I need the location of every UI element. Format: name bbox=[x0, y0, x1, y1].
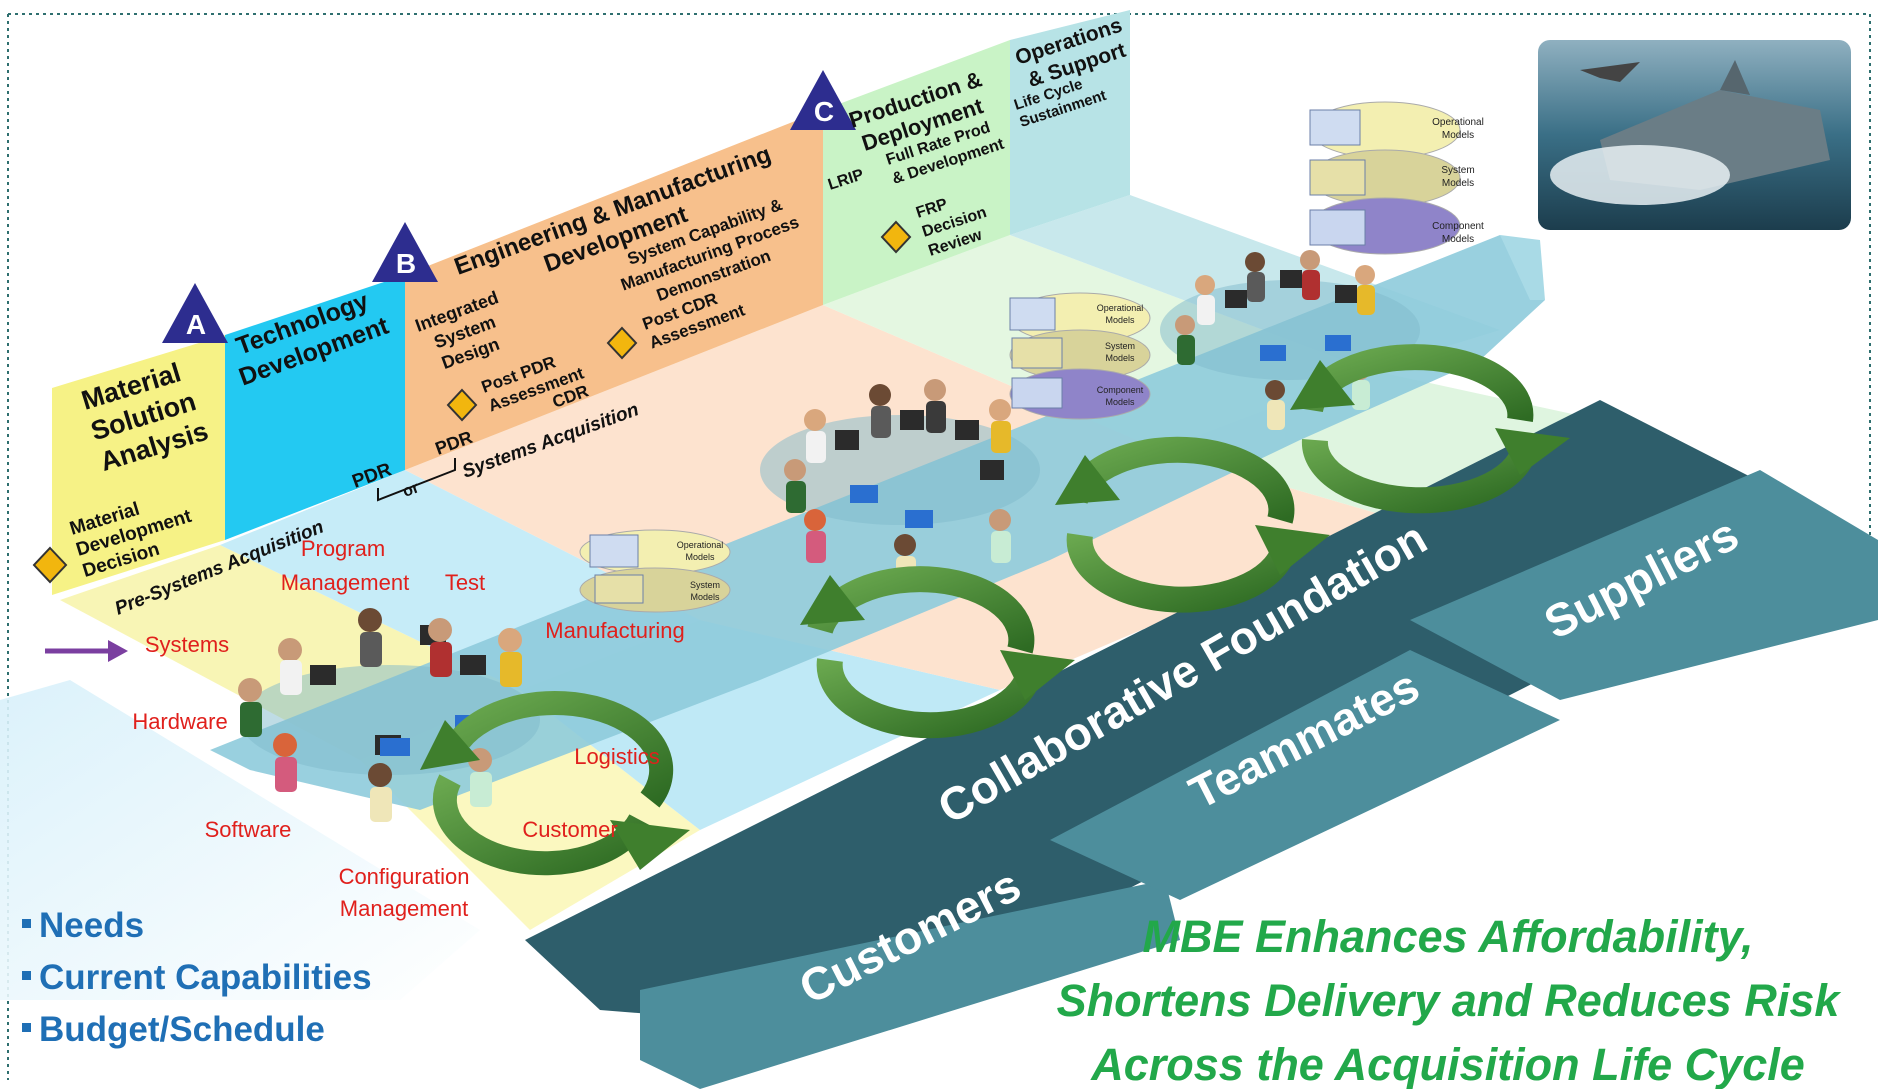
milestone-b: B bbox=[396, 248, 416, 279]
bullet-budget-schedule: Budget/Schedule bbox=[39, 1010, 325, 1049]
bullet-item: Current Capabilities bbox=[22, 952, 372, 1004]
phase-msa-panel bbox=[52, 335, 225, 595]
bullet-square-icon bbox=[22, 1023, 31, 1033]
post-cdr-diamond-icon bbox=[606, 326, 638, 360]
bullet-current-capabilities: Current Capabilities bbox=[39, 958, 372, 997]
bullet-item: Budget/Schedule bbox=[22, 1004, 372, 1056]
role-logistics: Logistics bbox=[574, 744, 660, 769]
model-stack-emd: Operational Models System Models bbox=[579, 529, 731, 613]
bullet-item: Needs bbox=[22, 900, 372, 952]
model-stack-os: Operational Models System Models Compone… bbox=[1309, 101, 1484, 255]
phase-td-panel bbox=[225, 275, 405, 540]
role-hardware: Hardware bbox=[132, 709, 227, 734]
customers-slab bbox=[640, 880, 1180, 1089]
teammates-slab bbox=[1050, 650, 1560, 900]
model-stack-pd: Operational Models System Models Compone… bbox=[1009, 292, 1151, 420]
cycle-arrow-1-tail bbox=[420, 720, 480, 770]
frp-diamond-icon bbox=[880, 220, 912, 254]
bullet-square-icon bbox=[22, 919, 31, 929]
role-test: Test bbox=[445, 570, 485, 595]
svg-text:Models: Models bbox=[1105, 353, 1135, 363]
svg-text:Component: Component bbox=[1432, 221, 1484, 232]
tagline-line-2: Shortens Delivery and Reduces Risk bbox=[1056, 975, 1840, 1026]
milestone-a: A bbox=[186, 309, 206, 340]
milestone-c-icon bbox=[790, 70, 856, 130]
cycle-arrow-2-head bbox=[1000, 650, 1075, 700]
svg-text:Models: Models bbox=[1105, 315, 1135, 325]
or-bracket bbox=[377, 458, 456, 502]
role-program: Program bbox=[301, 536, 385, 561]
post-pdr-diamond-icon bbox=[446, 388, 478, 422]
svg-text:Operational: Operational bbox=[1432, 117, 1484, 128]
svg-text:Operational: Operational bbox=[677, 540, 724, 550]
bullet-square-icon bbox=[22, 971, 31, 981]
floor-front-pd bbox=[1160, 370, 1600, 520]
bullet-needs: Needs bbox=[39, 906, 145, 945]
cycle-arrow-3-tail bbox=[1055, 455, 1120, 505]
or-label: or bbox=[401, 479, 422, 500]
svg-text:Component: Component bbox=[1097, 385, 1144, 395]
role-configuration-management: Management bbox=[340, 896, 468, 921]
tagline-line-1: MBE Enhances Affordability, bbox=[1142, 911, 1754, 962]
svg-text:Models: Models bbox=[1105, 397, 1135, 407]
role-customer: Customer bbox=[522, 817, 617, 842]
path-arrow-tip bbox=[1500, 235, 1545, 300]
cycle-arrow-1-head bbox=[610, 820, 690, 870]
svg-text:Operational: Operational bbox=[1097, 303, 1144, 313]
role-systems: Systems bbox=[145, 632, 229, 657]
svg-text:Models: Models bbox=[1442, 234, 1474, 245]
needs-list: Needs Current Capabilities Budget/Schedu… bbox=[22, 900, 372, 1056]
suppliers-slab bbox=[1410, 470, 1878, 700]
ship-photo bbox=[1538, 40, 1851, 230]
milestone-b-icon bbox=[372, 222, 438, 282]
team-cluster-2 bbox=[760, 379, 1040, 588]
svg-text:Models: Models bbox=[1442, 178, 1474, 189]
milestone-c: C bbox=[814, 96, 834, 127]
cycle-arrow-3-head bbox=[1255, 525, 1330, 575]
phase-msa-title: Material Solution Analysis bbox=[78, 357, 212, 477]
role-configuration: Configuration bbox=[339, 864, 470, 889]
cycle-arrow-4-tail bbox=[1290, 360, 1355, 410]
role-manufacturing: Manufacturing bbox=[545, 618, 684, 643]
svg-text:Models: Models bbox=[685, 552, 715, 562]
cycle-arrow-1 bbox=[432, 690, 674, 876]
svg-text:Models: Models bbox=[690, 592, 720, 602]
phase-pd-panel bbox=[823, 40, 1010, 305]
milestone-a-icon bbox=[162, 283, 228, 343]
phase-emd-panel bbox=[405, 110, 823, 470]
foundation-base bbox=[525, 400, 1845, 1030]
cycle-arrow-4-head bbox=[1495, 428, 1570, 475]
systems-arrow-icon bbox=[108, 640, 128, 662]
tagline-line-3: Across the Acquisition Life Cycle bbox=[1091, 1039, 1805, 1089]
needs-panel bbox=[0, 680, 480, 1000]
svg-text:System: System bbox=[690, 580, 720, 590]
phase-os-panel bbox=[1010, 10, 1130, 235]
mdd-diamond-icon bbox=[32, 546, 68, 584]
role-management: Management bbox=[281, 570, 409, 595]
svg-text:System: System bbox=[1105, 341, 1135, 351]
svg-text:Models: Models bbox=[1442, 130, 1474, 141]
svg-text:System: System bbox=[1441, 165, 1474, 176]
role-software: Software bbox=[205, 817, 292, 842]
mbe-tagline: MBE Enhances Affordability, Shortens Del… bbox=[1038, 905, 1858, 1089]
cycle-arrow-2-tail bbox=[800, 575, 865, 625]
